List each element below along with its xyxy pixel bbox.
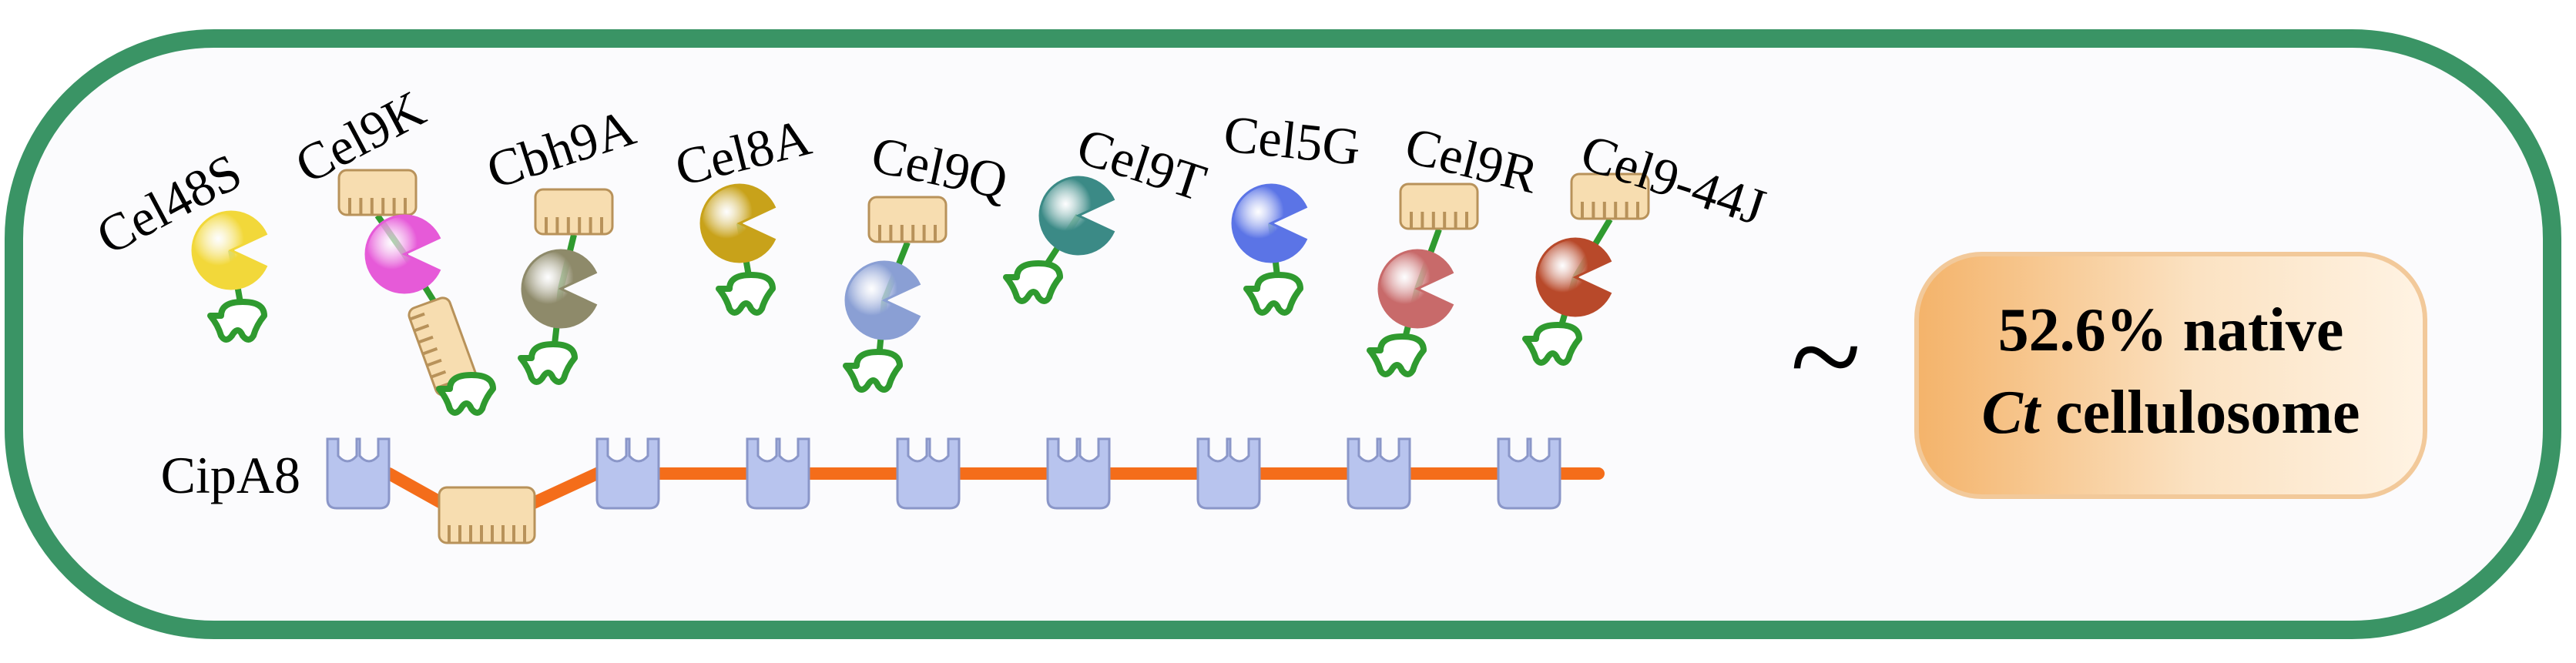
- cohesin-module: [1497, 437, 1561, 510]
- dockerin-module: [716, 272, 776, 316]
- result-line-2-rest: cellulosome: [2040, 379, 2360, 447]
- catalytic-module: [1231, 183, 1308, 263]
- cohesin-module: [1196, 437, 1261, 510]
- cbm-module: [1570, 172, 1650, 220]
- enzyme-cel5g: Cel5G: [1221, 104, 1363, 316]
- catalytic-module: [1038, 176, 1115, 256]
- catalytic-module: [699, 183, 776, 263]
- result-line-1: 52.6% native: [1998, 296, 2344, 364]
- scaffoldin-group: CipA8: [161, 437, 1605, 544]
- cbm-module: [1399, 182, 1479, 230]
- cohesin-module: [746, 437, 810, 510]
- approx-symbol: ~: [1790, 284, 1861, 429]
- result-line-2: Ct cellulosome: [1981, 379, 2360, 447]
- scaffoldin-label: CipA8: [161, 446, 300, 504]
- cbm-module: [534, 188, 614, 236]
- cbm-module: [337, 169, 418, 216]
- dockerin-module: [843, 349, 903, 393]
- cohesin-module: [326, 437, 391, 510]
- catalytic-module: [1535, 237, 1612, 317]
- dockerin-module: [1243, 272, 1303, 316]
- catalytic-module: [844, 260, 921, 340]
- result-species-italic: Ct: [1981, 379, 2041, 447]
- cohesin-module: [595, 437, 660, 510]
- cohesin-module: [896, 437, 961, 510]
- dockerin-module: [518, 341, 578, 385]
- cohesin-module: [1046, 437, 1111, 510]
- catalytic-module: [364, 214, 441, 294]
- dockerin-module: [207, 299, 267, 343]
- scaffoldin-cbm: [438, 486, 536, 544]
- result-box: 52.6% native Ct cellulosome: [1914, 252, 2427, 499]
- enzyme-label: Cel5G: [1221, 104, 1363, 176]
- cohesin-module: [1347, 437, 1411, 510]
- dockerin-module: [1522, 322, 1582, 366]
- catalytic-module: [1377, 249, 1454, 329]
- catalytic-module: [191, 210, 268, 290]
- dockerin-module: [1367, 333, 1427, 377]
- catalytic-module: [521, 249, 598, 329]
- dockerin-module: [436, 372, 496, 416]
- dockerin-module: [1003, 260, 1063, 304]
- cbm-module: [867, 196, 948, 243]
